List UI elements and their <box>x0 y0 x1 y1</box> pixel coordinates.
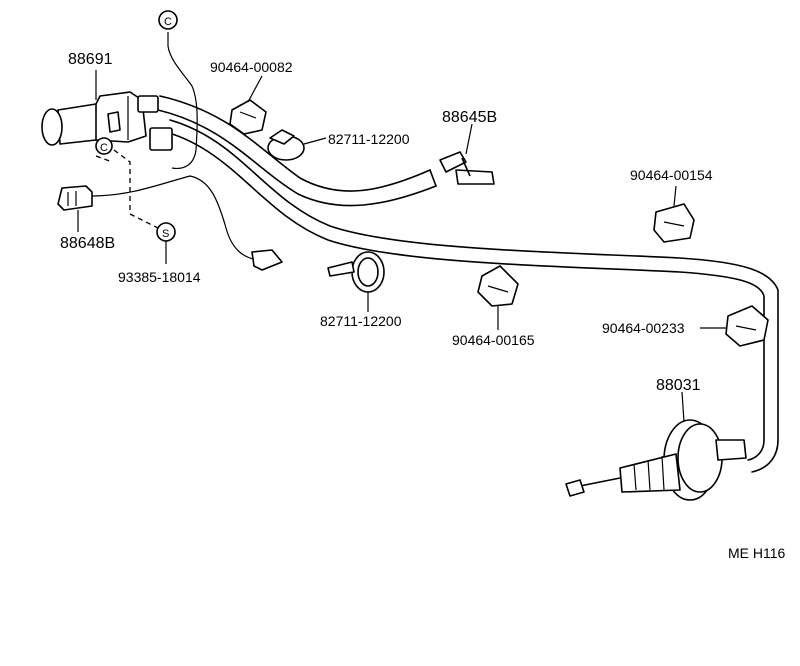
vsv-assembly-88691: C <box>41 91 173 155</box>
connector-88648b <box>57 185 93 211</box>
label-88645b: 88645B <box>442 109 497 126</box>
label-90464-00154: 90464-00154 <box>630 167 713 183</box>
clamp-90464-00154 <box>653 185 695 243</box>
vacuum-hose-upper <box>157 95 437 207</box>
clamp-90464-00082 <box>229 75 267 135</box>
label-88648b: 88648B <box>60 235 115 252</box>
label-93385-18014: 93385-18014 <box>118 269 201 285</box>
hose-clamp-82711-12200-b <box>327 251 385 312</box>
label-88031: 88031 <box>656 377 701 394</box>
diagram-code: ME H116 <box>728 545 786 561</box>
label-82711-12200-b: 82711-12200 <box>320 313 402 329</box>
c-marker-mid: C <box>100 142 108 154</box>
wire-clip <box>251 249 283 271</box>
screw-93385-18014: S <box>156 222 176 264</box>
vacuum-hose-long <box>165 119 779 473</box>
label-90464-00233: 90464-00233 <box>602 320 685 336</box>
clamp-90464-00165 <box>477 265 519 330</box>
label-88691: 88691 <box>68 51 113 68</box>
clamp-90464-00233 <box>700 305 769 347</box>
label-82711-12200-a: 82711-12200 <box>328 131 410 147</box>
svg-text:C: C <box>164 16 172 28</box>
label-90464-00082: 90464-00082 <box>210 59 293 75</box>
s-marker: S <box>162 228 169 240</box>
ring-terminal-c: C <box>158 10 178 30</box>
actuator-88031 <box>565 391 747 501</box>
wire-harness <box>91 32 259 261</box>
label-90464-00165: 90464-00165 <box>452 332 535 348</box>
dashed-lead-c <box>95 155 113 163</box>
dashed-lead-screw <box>113 149 159 229</box>
hose-clamp-82711-12200-a <box>267 129 327 161</box>
tee-joint-88645b <box>439 123 495 185</box>
